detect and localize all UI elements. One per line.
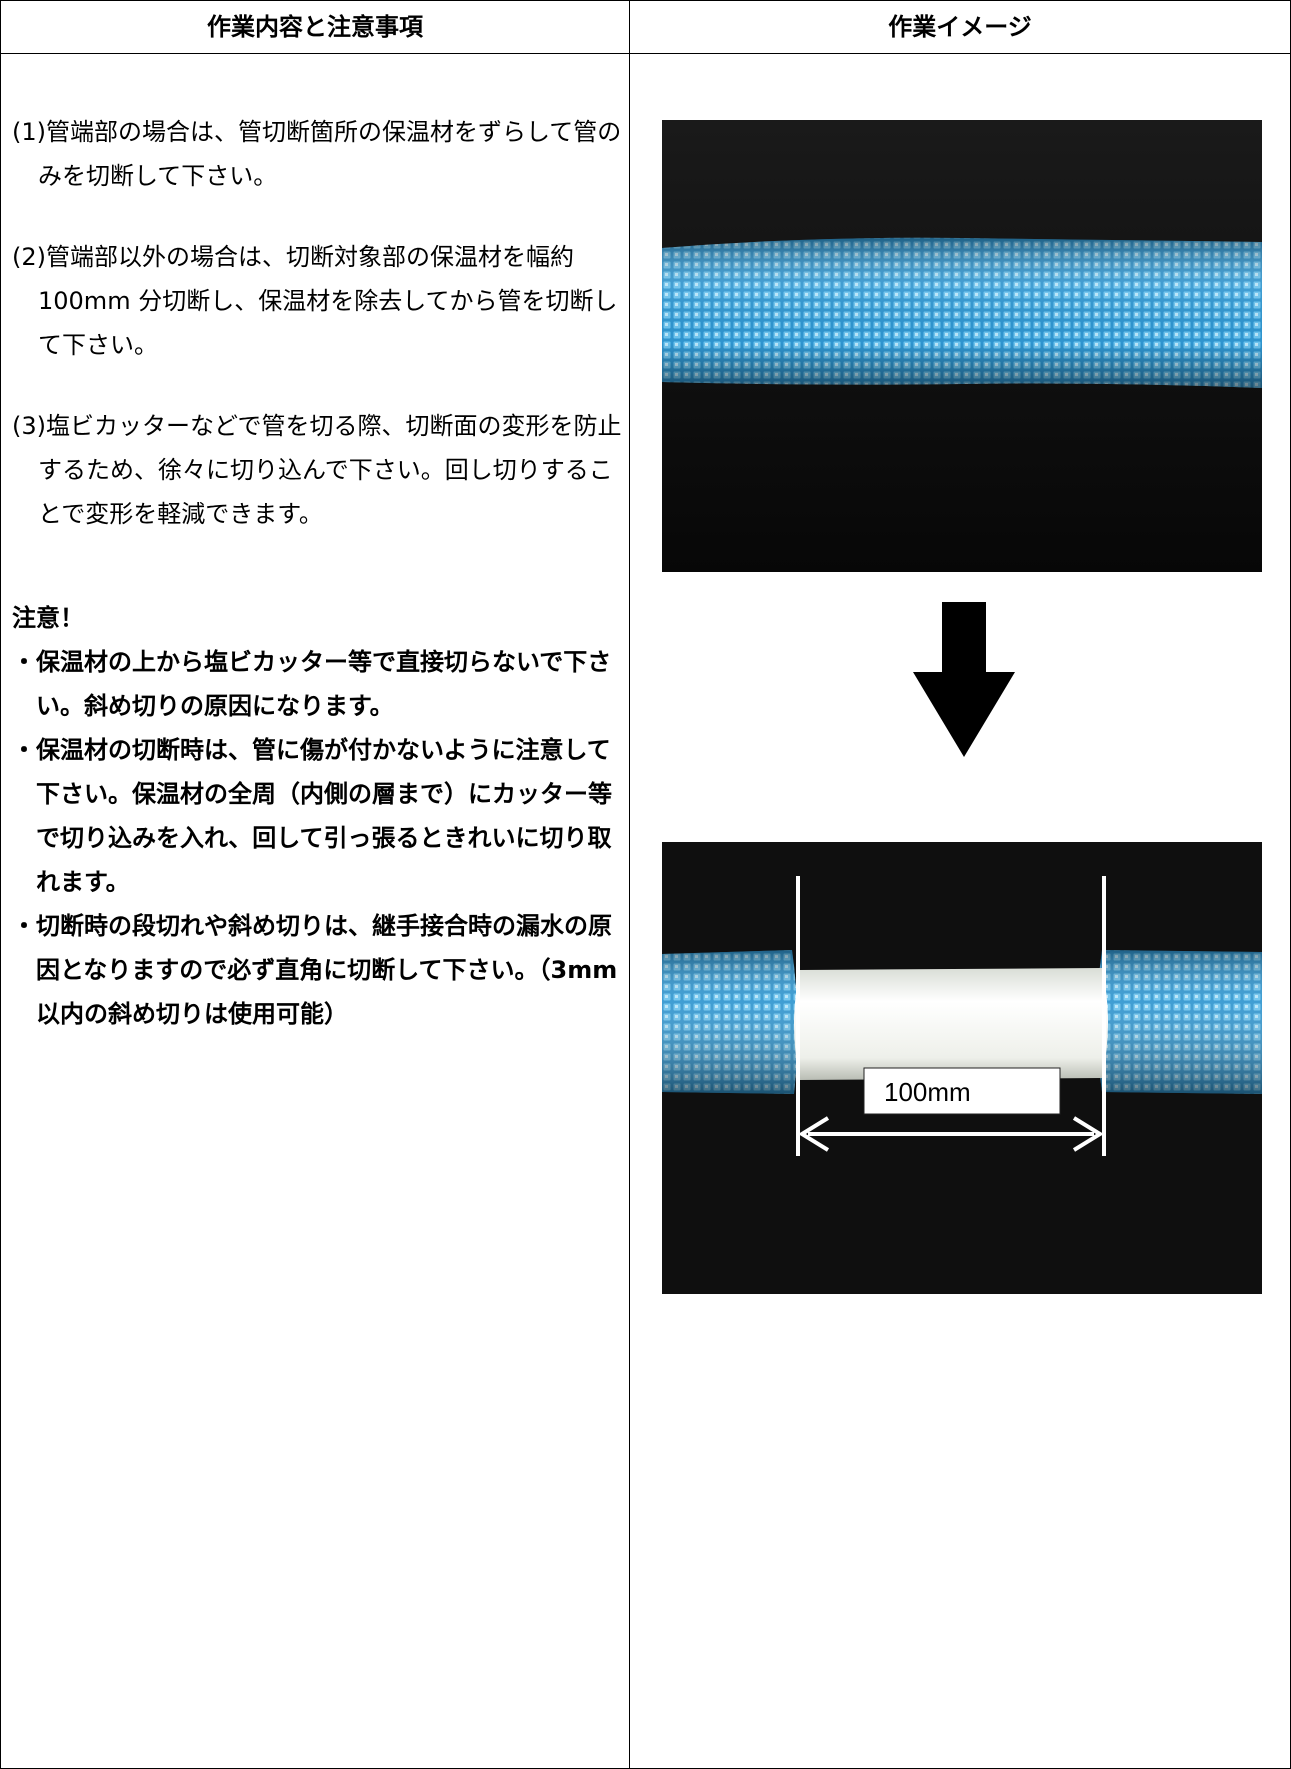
measure-label: 100mm — [884, 1077, 971, 1107]
photo-insulated-pipe — [662, 120, 1262, 572]
step-3: (3)塩ビカッターなどで管を切る際、切断面の変形を防止するため、徐々に切り込んで… — [12, 412, 622, 528]
stripped-pipe-illustration: 100mm — [662, 842, 1262, 1294]
header-work-content: 作業内容と注意事項 — [207, 13, 423, 41]
step-1: (1)管端部の場合は、管切断箇所の保温材をずらして管のみを切断して下さい。 — [12, 118, 622, 190]
notice-item-2: ・保温材の切断時は、管に傷が付かないように注意して下さい。保温材の全周（内側の層… — [12, 736, 612, 896]
notice-item-1: ・保温材の上から塩ビカッター等で直接切らないで下さい。斜め切りの原因になります。 — [12, 648, 612, 720]
instructions-column: (1)管端部の場合は、管切断箇所の保温材をずらして管のみを切断して下さい。 (2… — [12, 110, 624, 1036]
photo-stripped-pipe: 100mm — [662, 842, 1262, 1294]
header-work-image: 作業イメージ — [888, 13, 1032, 41]
step-2: (2)管端部以外の場合は、切断対象部の保温材を幅約 100mm 分切断し、保温材… — [12, 243, 618, 359]
insulated-pipe-illustration — [662, 120, 1262, 572]
notice-title: 注意！ — [12, 604, 84, 632]
header-divider — [1, 53, 1290, 54]
column-divider — [629, 1, 630, 1768]
down-arrow-icon — [913, 602, 1015, 757]
notice-item-3: ・切断時の段切れや斜め切りは、継手接合時の漏水の原因となりますので必ず直角に切断… — [12, 912, 618, 1028]
